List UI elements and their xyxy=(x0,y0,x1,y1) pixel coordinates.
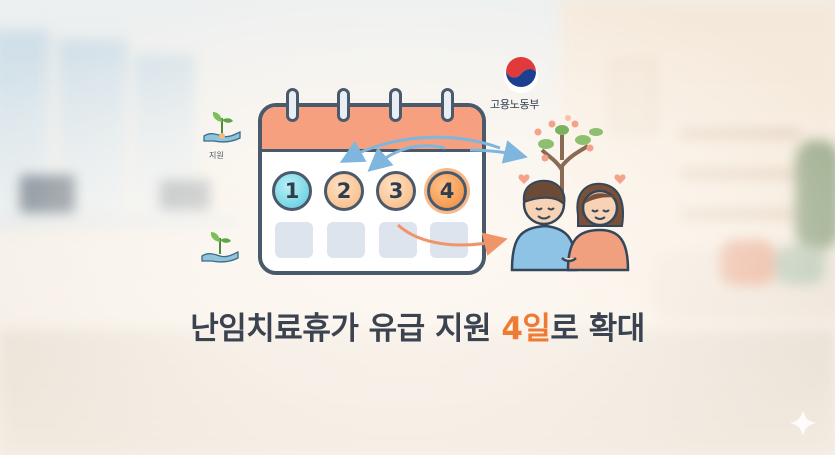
calendar-ring xyxy=(337,88,350,122)
ministry-name: 고용노동부 xyxy=(490,99,540,111)
arrow-icon xyxy=(339,135,528,256)
calendar-day-2: 2 xyxy=(324,171,364,211)
headline-part1: 난임치료휴가 유급 지원 xyxy=(190,311,502,347)
calendar-cell xyxy=(430,222,468,258)
sparkle-icon xyxy=(790,410,816,436)
calendar-day-4: 4 xyxy=(427,171,467,211)
calendar-cell xyxy=(327,222,365,258)
seedling-hand-icon xyxy=(201,232,239,263)
calendar-ring xyxy=(389,88,402,122)
family-tree-icon xyxy=(534,115,603,200)
headline-part2: 로 확대 xyxy=(550,311,645,347)
calendar-cell xyxy=(275,222,313,258)
calendar-cell xyxy=(379,222,417,258)
headline: 난임치료휴가 유급 지원 4일로 확대 xyxy=(0,303,835,348)
government-emblem-icon xyxy=(504,57,538,93)
headline-highlight: 4일 xyxy=(501,311,551,347)
calendar-ring xyxy=(286,88,299,122)
seedling-hand-icon xyxy=(203,112,241,143)
calendar-day-3: 3 xyxy=(376,171,416,211)
support-label: 지원 xyxy=(209,151,224,160)
calendar-ring xyxy=(441,88,454,122)
calendar-day-1: 1 xyxy=(272,171,312,211)
heart-icon xyxy=(518,174,626,184)
couple-illustration xyxy=(510,179,630,272)
